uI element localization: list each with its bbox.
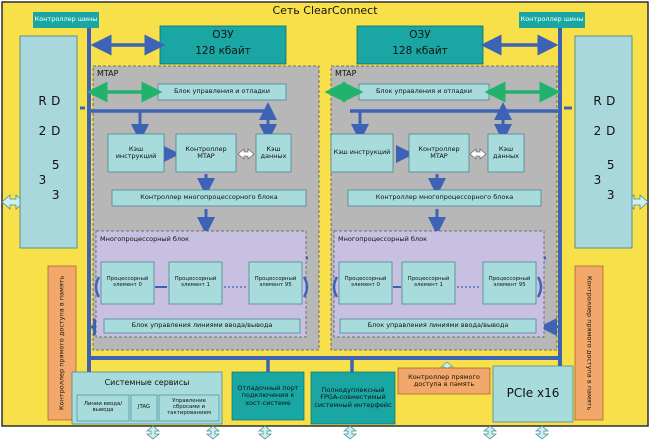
pe0-right (338, 261, 393, 305)
system-services-title: Системные сервисы (104, 377, 190, 387)
network-title: Сеть ClearConnect (272, 3, 378, 17)
mtap-left-label: MTAP (97, 68, 119, 78)
bus-controller-right (519, 12, 585, 28)
ddr-right-type: D D R 2 (575, 86, 632, 146)
ram-right (356, 25, 484, 65)
mp-controller-right (347, 189, 542, 207)
ram-left-line2: 128 кбайт (195, 45, 251, 58)
pe0-left-label: Процессорный элемент 0 (106, 276, 149, 288)
pe95-right (482, 261, 537, 305)
jtag-block (130, 394, 158, 422)
ddr-right-speed: 5 3 3 (575, 150, 632, 210)
mtap-controller-left (175, 133, 237, 173)
ext-arrow (482, 425, 498, 440)
bus-controller-right-label: Контроллер шины (520, 15, 584, 24)
dma-right-label: Контроллер прямого доступа в память (585, 275, 594, 411)
ext-arrow (342, 425, 358, 440)
pe1-left-label: Процессорный элемент 1 (174, 276, 217, 288)
debug-left-label: Блок управления и отладки (173, 87, 271, 96)
ddr-left (19, 35, 78, 249)
bus-controller-left (33, 12, 99, 28)
debug-port (231, 371, 305, 421)
io-block-left (103, 318, 301, 334)
dma-left (47, 265, 77, 421)
dcache-right (487, 133, 525, 173)
io-right-label: Блок управления линиями ввода/вывода (367, 321, 509, 330)
dcache-right-label: Кэш данных (493, 144, 519, 160)
ext-arrow (534, 425, 550, 440)
ddr-left-speed: 5 3 3 (20, 150, 77, 210)
pe1-right (401, 261, 456, 305)
reset-label: Управление сбросами и тактированием (167, 398, 211, 416)
ram-left (159, 25, 287, 65)
ddr-right-speed-text: 5 3 3 (590, 157, 618, 203)
pe1-right-label: Процессорный элемент 1 (407, 276, 450, 288)
bottom-drops (266, 358, 354, 372)
ddr-left-type: D D R 2 (20, 86, 77, 146)
ddr-right (574, 35, 633, 249)
dcache-left (255, 133, 292, 173)
dma-left-label: Контроллер прямого доступа в память (57, 275, 66, 411)
icache-right (330, 133, 394, 173)
loop-arrow (332, 276, 339, 298)
jtag-label: JTAG (137, 404, 151, 411)
pe0-left (100, 261, 155, 305)
debug-right-label: Блок управления и отладки (375, 87, 473, 96)
ram-left-line1: ОЗУ (212, 29, 234, 42)
debug-port-label: Отладочный порт подключения к хост-систе… (237, 384, 299, 407)
io-lines-label: Линии ввода/вывода (83, 401, 123, 413)
mp-ctrl-left-label: Контроллер многопроцессорного блока (140, 193, 278, 202)
loop-arrow (302, 276, 309, 298)
dma-bottom (397, 367, 491, 395)
pe95-left-label: Процессорный элемент 95 (254, 276, 297, 288)
loop-arrow (536, 276, 543, 298)
dma-right (574, 265, 604, 421)
io-left-label: Блок управления линиями ввода/вывода (131, 321, 273, 330)
mtap-ctrl-left-label: Контроллер MTAP (185, 144, 227, 160)
icache-left-label: Кэш инструкций (115, 144, 157, 160)
ram-right-line1: ОЗУ (409, 29, 431, 42)
loop-arrow (94, 276, 101, 298)
reset-block (158, 394, 220, 422)
mtap-ctrl-right-label: Контроллер MTAP (418, 144, 460, 160)
ddr-right-type-text: D D R 2 (590, 93, 618, 139)
io-lines-block (76, 394, 130, 422)
ddr-left-type-text: D D R 2 (35, 93, 63, 139)
bottom-external-arrows (145, 425, 550, 440)
cache-link-left (237, 148, 255, 160)
dcache-left-label: Кэш данных (260, 144, 287, 160)
pe95-left (248, 261, 303, 305)
io-block-right (339, 318, 537, 334)
ext-arrow (145, 425, 161, 440)
ram-right-line2: 128 кбайт (392, 45, 448, 58)
bus-controller-left-label: Контроллер шины (34, 15, 98, 24)
dma-bottom-label: Контроллер прямого доступа в память (408, 372, 480, 388)
ddr-left-speed-text: 5 3 3 (35, 157, 63, 203)
fpga-interface-label: Полнодуплексный FPGA-совместимый системн… (314, 386, 392, 409)
mp-block-left-label: Многопроцессорный блок (100, 235, 189, 244)
pcie-block (492, 365, 574, 423)
pcie-label: PCIe x16 (506, 386, 560, 401)
icache-left (107, 133, 165, 173)
mp-controller-left (111, 189, 307, 207)
pe-loop-arrows (94, 276, 543, 298)
fpga-interface (310, 371, 396, 425)
mp-block-right-label: Многопроцессорный блок (338, 235, 427, 244)
ext-arrow (205, 425, 221, 440)
pe0-right-label: Процессорный элемент 0 (344, 276, 387, 288)
mtap-right-label: MTAP (335, 68, 357, 78)
mtap-controller-right (408, 133, 470, 173)
ext-arrow (257, 425, 273, 440)
pe1-left (168, 261, 223, 305)
cache-link-right (469, 148, 487, 160)
icache-right-label: Кэш инструкций (333, 148, 391, 157)
pe95-right-label: Процессорный элемент 95 (488, 276, 531, 288)
mp-ctrl-right-label: Контроллер многопроцессорного блока (375, 193, 514, 202)
